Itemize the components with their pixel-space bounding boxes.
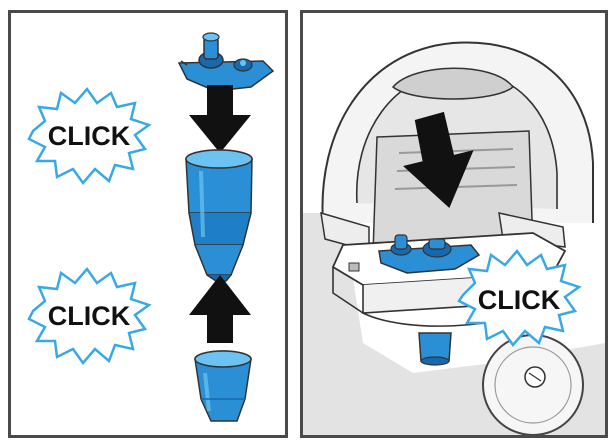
- arrow-down-icon: [403, 111, 474, 208]
- arrow-up-icon: [189, 275, 251, 343]
- starburst-icon: [27, 86, 152, 186]
- panel-assemble-filter: CLICK CLICK: [8, 10, 288, 438]
- filter-upper-tube: [185, 149, 253, 282]
- click-callout-right: CLICK: [457, 248, 582, 348]
- dial-knob: [482, 334, 584, 435]
- click-label-bottom: CLICK: [48, 301, 131, 331]
- filter-lower-cup: [194, 350, 252, 422]
- filter-cap: [177, 32, 275, 92]
- starburst-icon: [27, 266, 152, 366]
- click-callout-bottom: CLICK: [27, 266, 152, 366]
- click-label-top: CLICK: [48, 121, 131, 151]
- click-label-right: CLICK: [478, 285, 561, 315]
- filter-cap-inserted: [378, 234, 481, 366]
- filter-assembly-drawing: CLICK CLICK: [27, 32, 275, 422]
- click-callout-top: CLICK: [27, 86, 152, 186]
- machine-housing: [320, 41, 594, 254]
- starburst-icon: [457, 248, 582, 348]
- arrow-down-icon: [189, 85, 251, 153]
- machine-insert-drawing: CLICK: [303, 13, 605, 435]
- panel-insert-filter: CLICK: [300, 10, 608, 438]
